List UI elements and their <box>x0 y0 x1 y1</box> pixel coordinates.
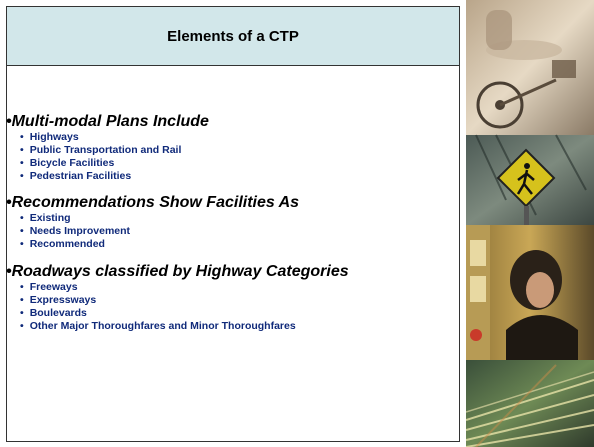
list-item: Expressways <box>20 294 456 307</box>
section-recommendations: •Recommendations Show Facilities As Exis… <box>6 193 456 251</box>
bullet-list: Freeways Expressways Boulevards Other Ma… <box>6 281 456 333</box>
section-heading: •Recommendations Show Facilities As <box>6 194 300 211</box>
list-item: Existing <box>20 212 456 225</box>
section-roadways: •Roadways classified by Highway Categori… <box>6 262 456 333</box>
bullet-list: Existing Needs Improvement Recommended <box>6 212 456 251</box>
photo-strip <box>466 0 594 447</box>
bus-rider-photo <box>466 225 594 360</box>
section-heading: •Roadways classified by Highway Categori… <box>6 263 349 280</box>
list-item: Freeways <box>20 281 456 294</box>
list-item: Other Major Thoroughfares and Minor Thor… <box>20 320 456 333</box>
cyclist-photo <box>466 0 594 135</box>
list-item: Public Transportation and Rail <box>20 144 456 157</box>
pedestrian-sign-photo <box>466 134 594 225</box>
list-item: Pedestrian Facilities <box>20 170 456 183</box>
list-item: Recommended <box>20 238 456 251</box>
traffic-lights-photo <box>466 360 594 447</box>
list-item: Highways <box>20 131 456 144</box>
slide-title: Elements of a CTP <box>167 27 299 45</box>
section-heading: •Multi-modal Plans Include <box>6 113 209 130</box>
list-item: Bicycle Facilities <box>20 157 456 170</box>
title-bar: Elements of a CTP <box>6 6 460 66</box>
list-item: Needs Improvement <box>20 225 456 238</box>
section-multimodal: •Multi-modal Plans Include Highways Publ… <box>6 112 456 183</box>
list-item: Boulevards <box>20 307 456 320</box>
bullet-list: Highways Public Transportation and Rail … <box>6 131 456 183</box>
content-box <box>6 66 460 442</box>
